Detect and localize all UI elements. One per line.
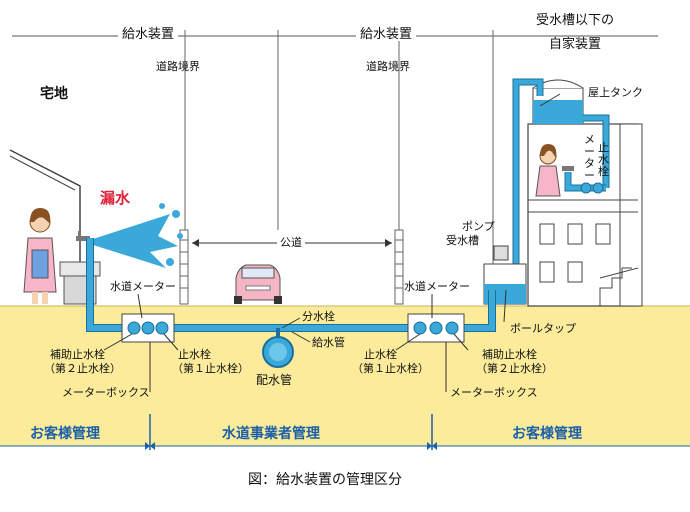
- stop-valve-left-sub-label: （第１止水栓）: [172, 362, 249, 375]
- building-meter-icon: [580, 182, 604, 194]
- road-boundary-label-right: 道路境界: [366, 60, 410, 73]
- house-outline: [9, 149, 81, 280]
- branch-valve-label: 分水栓: [302, 310, 335, 323]
- stop-valve-right-sub-label: （第１止水栓）: [352, 362, 429, 375]
- tank-equipment-label-line1: 受水槽以下の: [520, 14, 630, 27]
- water-meter-label-right: 水道メーター: [404, 280, 470, 293]
- distribution-pipe-label: 配水管: [256, 373, 293, 387]
- meter-box-label-left: メーターボックス: [62, 386, 150, 399]
- service-pipe: [86, 238, 496, 332]
- faucet-icon: [76, 231, 90, 241]
- road-boundary-label-left: 道路境界: [156, 60, 200, 73]
- aux-valve-left-sub-label: （第２止水栓）: [44, 362, 121, 375]
- fence-right: [394, 229, 404, 305]
- aux-valve-left-label: 補助止水栓: [50, 348, 105, 361]
- water-meter-label-left: 水道メーター: [110, 280, 176, 293]
- stop-valve-vertical-label: 止水栓: [598, 141, 609, 178]
- stop-valve-right-label: 止水栓: [364, 348, 397, 361]
- rooftop-tank-label: 屋上タンク: [588, 86, 643, 99]
- building-faucet-icon: [562, 166, 574, 171]
- supply-equipment-label-mid: 給水装置: [356, 28, 417, 41]
- distribution-main-icon: [262, 336, 294, 368]
- car: [234, 264, 282, 304]
- meter-box-right: [407, 313, 465, 343]
- public-road-label: 公道: [277, 236, 305, 249]
- receiving-tank-label: 受水槽: [446, 234, 479, 247]
- leader-lines: [103, 93, 561, 392]
- figure-caption: 図：給水装置の管理区分: [248, 472, 402, 488]
- meter-vertical-label: メーター: [584, 133, 595, 182]
- meter-box-label-right: メーターボックス: [450, 386, 538, 399]
- house-roof-line: [9, 155, 76, 191]
- pump-icon: [493, 245, 509, 261]
- residence-label: 宅地: [40, 86, 68, 102]
- service-pipe-label: 給水管: [312, 336, 345, 349]
- management-bar: [0, 414, 690, 450]
- supply-equipment-label-left: 給水装置: [118, 28, 179, 41]
- meter-box-left: [121, 313, 175, 343]
- ball-tap-label: ボールタップ: [510, 322, 576, 335]
- customer-management-left: お客様管理: [30, 426, 100, 442]
- tank-equipment-label-line2: 自家装置: [520, 38, 630, 51]
- stop-valve-left-label: 止水栓: [178, 348, 211, 361]
- leak-label: 漏水: [100, 189, 131, 207]
- woman-right-icon: [535, 144, 561, 197]
- fence-left: [179, 229, 189, 305]
- pump-label: ポンプ: [462, 220, 495, 233]
- utility-management: 水道事業者管理: [222, 426, 320, 442]
- woman-left-icon: [23, 208, 57, 304]
- aux-valve-right-sub-label: （第２止水栓）: [476, 362, 553, 375]
- water-leak-spray: [90, 203, 183, 268]
- aux-valve-right-label: 補助止水栓: [482, 348, 537, 361]
- customer-management-right: お客様管理: [512, 426, 582, 442]
